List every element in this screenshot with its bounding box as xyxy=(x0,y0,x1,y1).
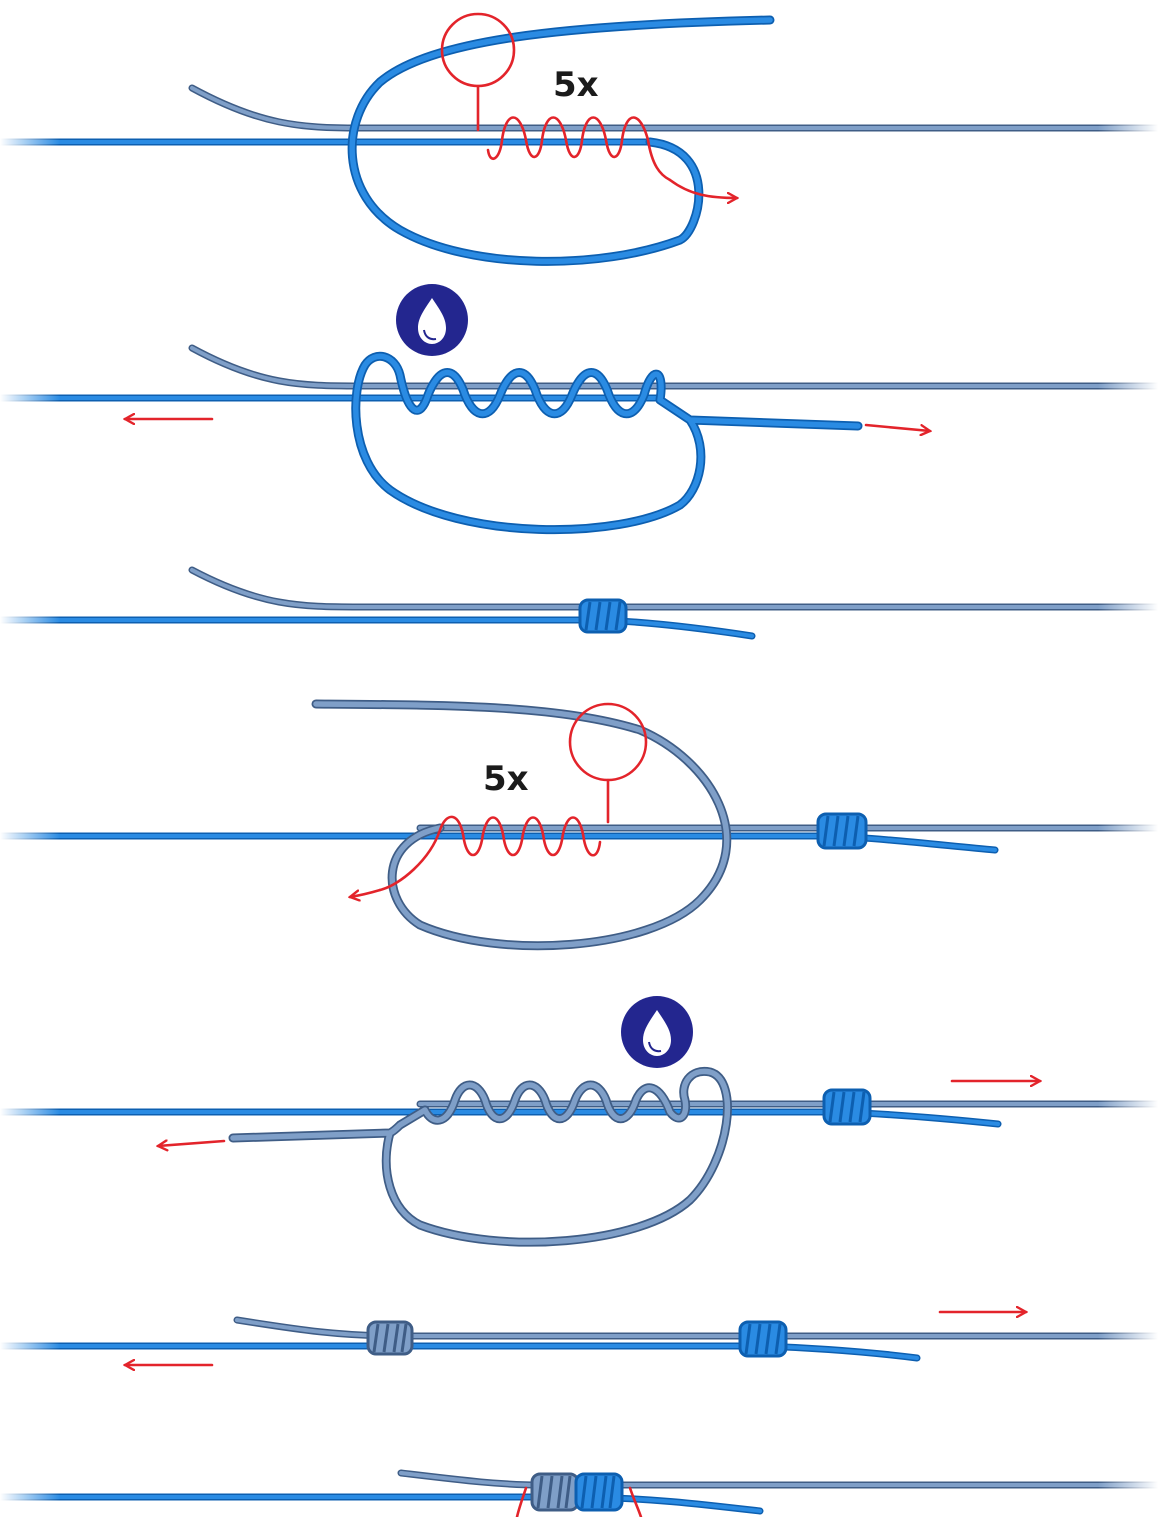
standing-line-b xyxy=(188,344,1158,390)
step-7 xyxy=(0,1469,1158,1517)
left-fade xyxy=(0,0,60,1517)
left-wrap xyxy=(366,1320,414,1356)
standing-line-b xyxy=(188,84,1158,132)
step-6 xyxy=(0,1312,1158,1365)
standing-line-a xyxy=(0,1493,764,1515)
wrapped-loop xyxy=(228,1066,732,1247)
step-1: 5x xyxy=(0,12,1158,266)
wrapped-loop xyxy=(351,351,863,535)
right-wrap xyxy=(738,1320,788,1358)
trim-mark-left xyxy=(515,1486,528,1517)
wrap-count-label: 5x xyxy=(553,65,599,105)
tag-end-loop xyxy=(311,699,732,951)
water-drop-icon xyxy=(621,996,693,1068)
standing-line-b xyxy=(397,1469,1158,1489)
finished-wrap xyxy=(816,812,868,850)
wrap-path xyxy=(476,84,672,182)
pull-left-arrow xyxy=(158,1141,226,1146)
finished-wrap xyxy=(822,1088,872,1126)
pull-right-arrow xyxy=(864,423,930,431)
finished-wrap xyxy=(578,598,628,634)
direction-arrow xyxy=(350,888,382,897)
standing-line-a xyxy=(0,616,756,640)
joined-knot xyxy=(530,1472,624,1512)
step-4: 5x xyxy=(0,699,1158,951)
highlight-circle xyxy=(568,702,648,782)
direction-arrow xyxy=(668,178,737,198)
tag-end-loop xyxy=(347,15,775,266)
step-2 xyxy=(0,284,1158,535)
wrap-path xyxy=(378,778,610,892)
step-5 xyxy=(0,996,1158,1247)
right-fade xyxy=(1098,0,1158,1517)
step-3 xyxy=(0,566,1158,640)
water-drop-icon xyxy=(396,284,468,356)
trim-mark-right xyxy=(628,1486,643,1517)
standing-line-b xyxy=(188,566,1158,611)
wrap-count-label: 5x xyxy=(483,759,529,799)
